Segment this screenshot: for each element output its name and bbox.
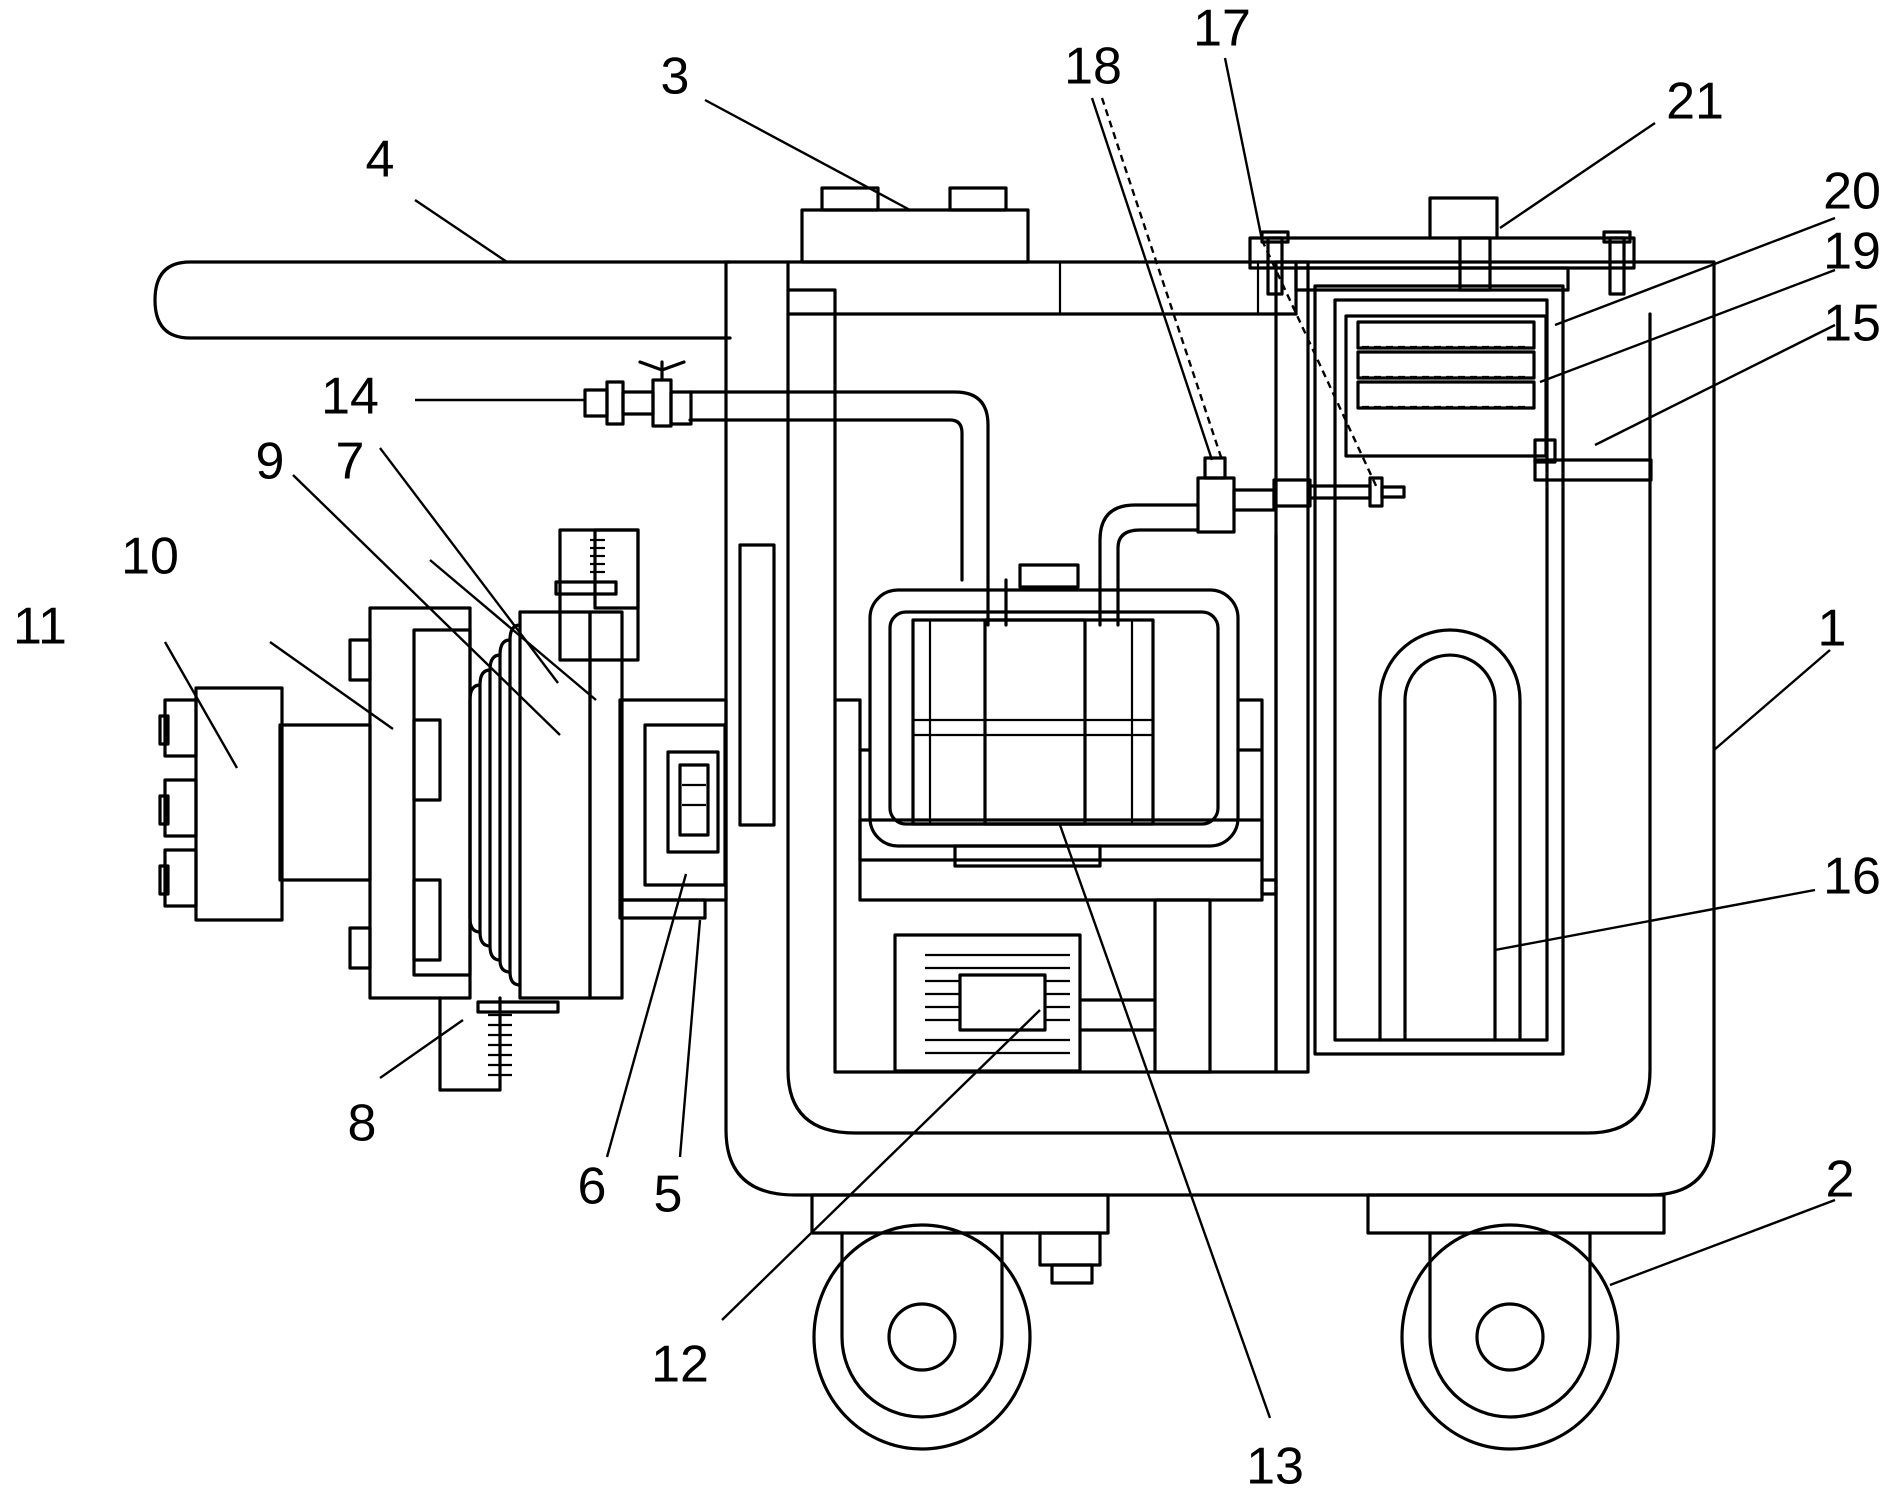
- label-18: 18: [1064, 38, 1122, 96]
- handle-bar: [153, 260, 732, 340]
- label-17: 17: [1193, 0, 1251, 58]
- water-tank: [1313, 284, 1653, 1056]
- label-11: 11: [13, 598, 67, 656]
- reference-labels: 1 2 3 4 5 6 7 8 9 10 11 12 13 14 15 16 1…: [13, 0, 1881, 1496]
- nozzle-head: [158, 606, 560, 1092]
- label-14: 14: [321, 368, 379, 426]
- motor: [893, 898, 1212, 1074]
- tank-lid: [1248, 196, 1636, 296]
- label-15: 15: [1823, 295, 1881, 353]
- top-cover: [800, 186, 1030, 264]
- left-wheel: [812, 1223, 1032, 1451]
- label-6: 6: [578, 1158, 607, 1216]
- outlet-connector: [618, 698, 728, 920]
- label-9: 9: [256, 433, 285, 491]
- sensor-unit: [1196, 456, 1406, 534]
- inlet-pipe: [688, 390, 990, 582]
- label-4: 4: [366, 131, 395, 189]
- valve: [583, 360, 693, 428]
- wheel-base: [810, 1193, 1666, 1451]
- filter-stack: [1344, 314, 1557, 464]
- coupling-bellows: [468, 528, 640, 1000]
- label-8: 8: [348, 1095, 377, 1153]
- label-16: 16: [1823, 848, 1881, 906]
- label-21: 21: [1666, 73, 1724, 131]
- main-body: [724, 260, 1716, 1197]
- label-20: 20: [1823, 163, 1881, 221]
- label-13: 13: [1246, 1438, 1304, 1496]
- pump-assembly: [833, 503, 1278, 902]
- right-wheel: [1400, 1223, 1620, 1451]
- label-7: 7: [336, 433, 365, 491]
- label-5: 5: [654, 1166, 683, 1224]
- inner-panels: [738, 260, 1310, 1074]
- label-1: 1: [1818, 600, 1847, 658]
- label-3: 3: [661, 48, 690, 106]
- leader-lines: [163, 57, 1836, 1419]
- label-19: 19: [1823, 223, 1881, 281]
- label-10: 10: [121, 528, 179, 586]
- label-2: 2: [1826, 1151, 1855, 1209]
- label-12: 12: [651, 1336, 709, 1394]
